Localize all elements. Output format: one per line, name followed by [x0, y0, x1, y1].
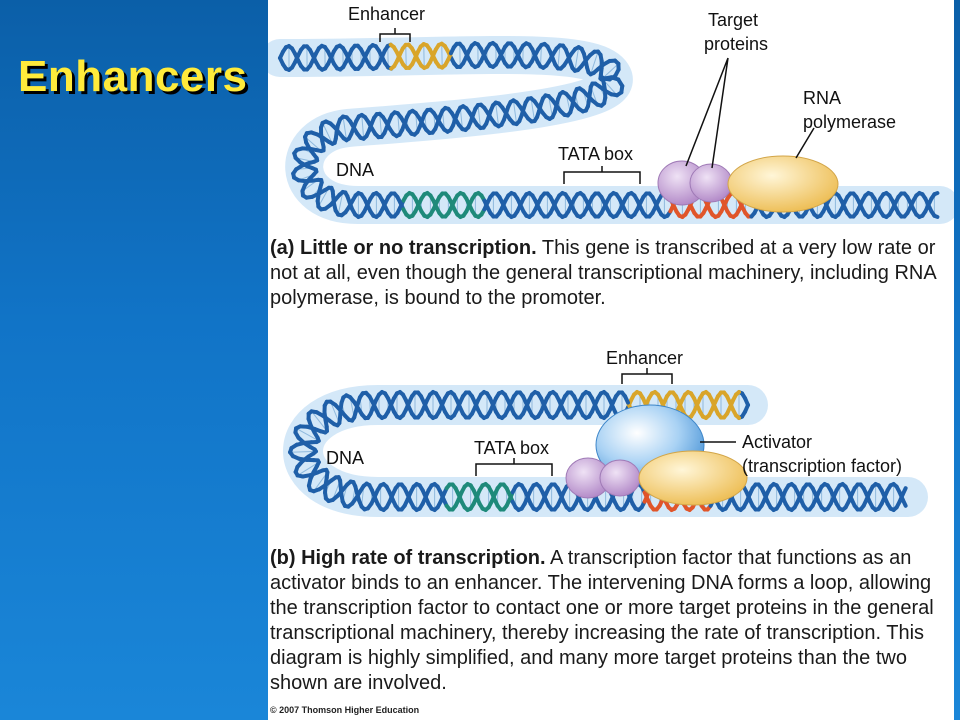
caption-b-text: A transcription factor that functions as… [270, 547, 934, 694]
dna-label-b: DNA [326, 448, 364, 468]
figure-svg: Enhancer Target proteins RNA polymerase … [268, 4, 954, 517]
target-protein-b2 [599, 459, 641, 497]
tata-box-label-a: TATA box [558, 144, 633, 164]
rna-polymerase-label-a1: RNA [803, 88, 841, 108]
caption-a-heading: (a) Little or no transcription. [270, 237, 537, 259]
caption-a: (a) Little or no transcription. This gen… [270, 236, 950, 311]
caption-b: (b) High rate of transcription. A transc… [270, 546, 950, 696]
slide-title: Enhancers [18, 52, 248, 101]
rna-polymerase-label-a2: polymerase [803, 112, 896, 132]
rna-polymerase-a [727, 155, 839, 213]
dna-label-a: DNA [336, 160, 374, 180]
target-protein-a2 [689, 163, 733, 203]
caption-b-heading: (b) High rate of transcription. [270, 547, 546, 569]
tata-bracket-b [475, 463, 553, 476]
target-proteins-leader-a [685, 57, 729, 169]
caption-a-text: This gene is transcribed at a very low r… [270, 237, 936, 309]
diagram-b: Enhancer Activator (transcription factor… [283, 348, 928, 517]
enhancer-bracket-b [621, 373, 673, 384]
rna-polymerase-leader-a [795, 127, 815, 159]
tata-bracket-a [563, 171, 641, 184]
dna-helix-a [268, 35, 954, 224]
rna-polymerase-b [638, 450, 748, 506]
activator-label-b2: (transcription factor) [742, 456, 902, 476]
target-proteins-label-a1: Target [708, 10, 758, 30]
tata-box-label-b: TATA box [474, 438, 549, 458]
enhancer-label-a: Enhancer [348, 4, 425, 24]
enhancer-label-b: Enhancer [606, 348, 683, 368]
copyright-notice: © 2007 Thomson Higher Education [270, 705, 420, 715]
dna-b-halo [283, 385, 928, 517]
target-proteins-label-a2: proteins [704, 34, 768, 54]
diagram-a: Enhancer Target proteins RNA polymerase … [268, 4, 954, 224]
figure-panel: Enhancer Target proteins RNA polymerase … [268, 0, 954, 720]
activator-label-b1: Activator [742, 432, 812, 452]
